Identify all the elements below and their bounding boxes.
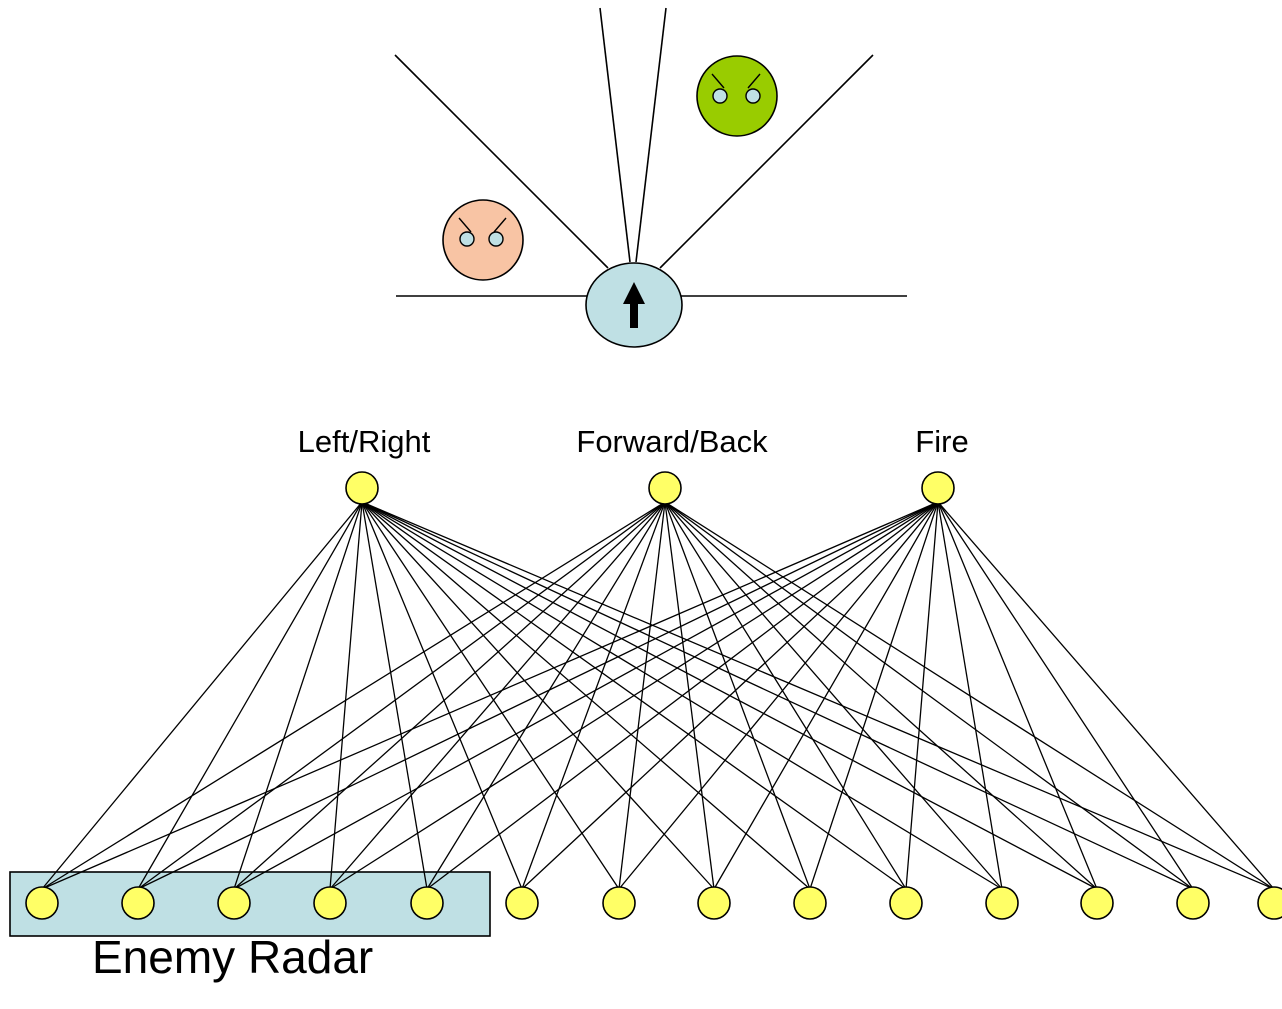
connection-line	[664, 501, 715, 890]
connection-line	[329, 501, 666, 890]
connection-line	[41, 501, 666, 890]
input-neuron	[505, 886, 539, 920]
connection-line	[233, 501, 363, 890]
sensor-boundary-line	[394, 54, 609, 269]
network-connections	[41, 501, 1275, 890]
connection-line	[937, 501, 1003, 890]
connection-line	[41, 501, 363, 890]
input-neuron	[1176, 886, 1210, 920]
connection-line	[618, 501, 939, 890]
connection-line	[137, 501, 363, 890]
connection-line	[809, 501, 939, 890]
connection-line	[361, 501, 523, 890]
connection-line	[426, 501, 666, 890]
output-label-forward-back: Forward/Back	[576, 424, 768, 459]
input-neuron	[697, 886, 731, 920]
connection-line	[329, 501, 363, 890]
connection-line	[937, 501, 1194, 890]
connection-line	[361, 501, 428, 890]
connection-line	[664, 501, 1003, 890]
connection-line	[664, 501, 907, 890]
input-neuron	[985, 886, 1019, 920]
input-neuron	[1257, 886, 1282, 920]
radar-input-neuron	[410, 886, 444, 920]
connection-line	[137, 501, 666, 890]
radar-field	[394, 7, 907, 297]
connection-line	[361, 501, 1194, 890]
connection-line	[664, 501, 1098, 890]
input-neuron	[889, 886, 923, 920]
player-ship	[585, 262, 683, 348]
connection-line	[233, 501, 939, 890]
up-arrow-icon	[630, 300, 638, 328]
connection-line	[361, 501, 1275, 890]
connection-line	[664, 501, 1194, 890]
output-neuron	[921, 471, 955, 505]
connection-line	[426, 501, 939, 890]
connection-line	[329, 501, 939, 890]
output-label-fire: Fire	[915, 424, 969, 459]
connection-line	[664, 501, 811, 890]
connection-line	[905, 501, 939, 890]
connection-line	[521, 501, 666, 890]
up-arrow-icon-head	[623, 282, 645, 304]
connection-line	[713, 501, 939, 890]
radar-input-neuron	[25, 886, 59, 920]
enemy-radar-label: Enemy Radar	[92, 931, 374, 983]
connection-line	[41, 501, 939, 890]
sensor-boundary-line	[599, 7, 631, 263]
connection-line	[137, 501, 939, 890]
input-layer	[25, 886, 1282, 920]
input-neuron	[1080, 886, 1114, 920]
sensor-boundary-line	[659, 54, 874, 269]
connection-line	[937, 501, 1098, 890]
output-neuron	[345, 471, 379, 505]
output-layer	[345, 471, 955, 505]
output-neuron	[648, 471, 682, 505]
enemy-near-icon	[442, 199, 524, 281]
sensor-boundary-line	[635, 7, 667, 263]
radar-input-neuron	[217, 886, 251, 920]
connection-line	[618, 501, 666, 890]
input-neuron	[793, 886, 827, 920]
input-neuron	[602, 886, 636, 920]
output-label-left-right: Left/Right	[297, 424, 431, 459]
connection-line	[937, 501, 1275, 890]
connection-line	[233, 501, 666, 890]
enemy-far-icon	[696, 55, 778, 137]
connection-line	[521, 501, 939, 890]
radar-input-neuron	[313, 886, 347, 920]
radar-input-neuron	[121, 886, 155, 920]
